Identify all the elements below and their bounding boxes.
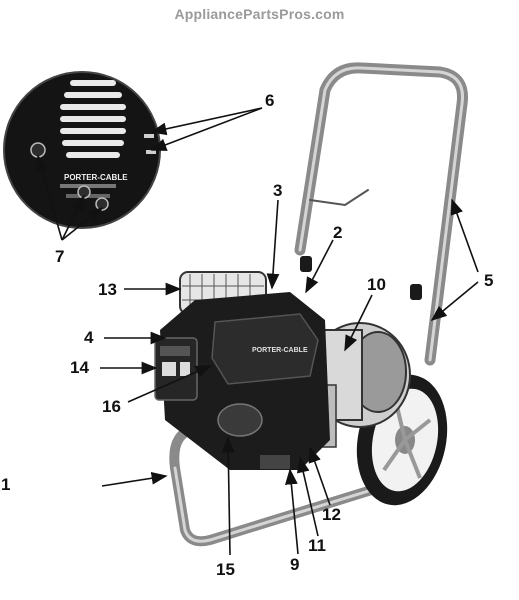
- alternator: [299, 322, 411, 448]
- leader-12: [308, 446, 331, 506]
- control-panel-inset: PORTER-CABLE: [3, 71, 161, 229]
- leader-5a: [450, 198, 479, 273]
- leader-2: [305, 239, 334, 294]
- leader-10: [344, 294, 373, 352]
- leader-7b: [61, 194, 85, 241]
- callout-6: 6: [265, 91, 274, 110]
- callout-labels: 1 2 3 4 5 6 7 9 10 11 12 13 14 15 16: [1, 91, 493, 579]
- leader-15: [221, 436, 235, 556]
- leader-16: [127, 365, 212, 403]
- leader-7a: [35, 154, 63, 241]
- breaker-switches: [144, 134, 156, 154]
- callout-16: 16: [102, 397, 121, 416]
- engine: PORTER-CABLE: [154, 292, 330, 470]
- leader-lines: [35, 107, 479, 556]
- callout-13: 13: [98, 280, 117, 299]
- leader-11: [297, 456, 319, 537]
- callout-2: 2: [333, 223, 342, 242]
- callout-1: 1: [1, 475, 10, 494]
- callout-15: 15: [216, 560, 235, 579]
- callout-3: 3: [273, 181, 282, 200]
- callout-7: 7: [55, 247, 64, 266]
- leader-6a: [150, 107, 263, 136]
- callout-5: 5: [484, 271, 493, 290]
- leader-7c: [61, 207, 104, 241]
- leader-1: [101, 471, 168, 487]
- panel-brand-label: PORTER-CABLE: [64, 173, 128, 182]
- callout-9: 9: [290, 555, 299, 574]
- leader-9: [284, 468, 299, 555]
- leader-5b: [430, 281, 479, 322]
- callout-4: 4: [84, 328, 94, 347]
- callout-11: 11: [308, 536, 326, 555]
- engine-brand-label: PORTER-CABLE: [252, 347, 308, 354]
- vent-louvers: [60, 80, 126, 158]
- site-watermark: AppliancePartsPros.com: [174, 6, 345, 22]
- leader-3: [266, 199, 280, 290]
- recoil-starter: [217, 403, 263, 437]
- callout-14: 14: [70, 358, 89, 377]
- leader-6b: [150, 107, 263, 151]
- handle-knobs: [300, 256, 422, 300]
- callout-10: 10: [367, 275, 386, 294]
- callout-12: 12: [322, 505, 341, 524]
